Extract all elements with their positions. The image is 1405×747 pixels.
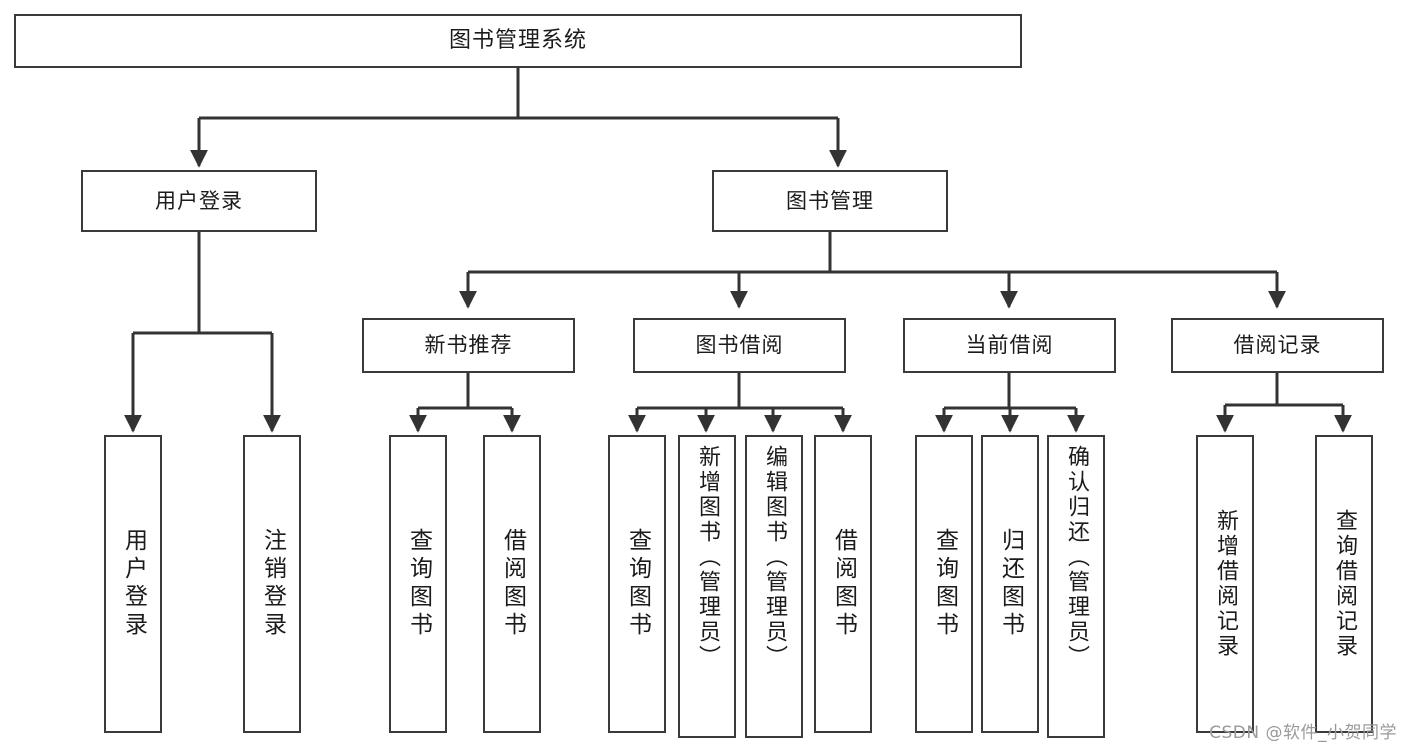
csdn-watermark: CSDN @软件_小贺同学 xyxy=(1209,723,1397,743)
node-label: 用户登录 xyxy=(155,188,243,213)
node-label: 查询图书 xyxy=(931,528,958,640)
leaf-confirm-return-admin[interactable]: 确认归还（管理员） xyxy=(1047,435,1105,738)
node-label: 确认归还（管理员） xyxy=(1064,445,1089,670)
node-label: 图书管理系统 xyxy=(448,28,587,54)
node-label: 图书借阅 xyxy=(695,333,784,358)
node-label: 当前借阅 xyxy=(965,333,1054,358)
node-new-book-recommend[interactable]: 新书推荐 xyxy=(362,318,575,373)
node-book-borrow[interactable]: 图书借阅 xyxy=(633,318,846,373)
node-user-login[interactable]: 用户登录 xyxy=(81,170,317,232)
node-label: 查询图书 xyxy=(624,528,651,640)
leaf-query-book-current[interactable]: 查询图书 xyxy=(915,435,973,733)
node-label: 新增借阅记录 xyxy=(1213,509,1238,659)
node-label: 查询借阅记录 xyxy=(1332,509,1357,659)
node-label: 借阅记录 xyxy=(1233,333,1322,358)
leaf-add-book-admin[interactable]: 新增图书（管理员） xyxy=(678,435,736,738)
leaf-borrow-book-recommend[interactable]: 借阅图书 xyxy=(483,435,541,733)
node-label: 图书管理 xyxy=(786,188,874,213)
leaf-borrow-book[interactable]: 借阅图书 xyxy=(814,435,872,733)
leaf-query-book-borrow[interactable]: 查询图书 xyxy=(608,435,666,733)
node-label: 查询图书 xyxy=(405,528,432,640)
node-label: 编辑图书（管理员） xyxy=(762,445,787,670)
node-borrow-record[interactable]: 借阅记录 xyxy=(1171,318,1384,373)
leaf-query-borrow-record[interactable]: 查询借阅记录 xyxy=(1315,435,1373,733)
node-label: 新增图书（管理员） xyxy=(695,445,720,670)
node-current-borrow[interactable]: 当前借阅 xyxy=(903,318,1116,373)
node-label: 归还图书 xyxy=(997,528,1024,640)
leaf-user-login[interactable]: 用户登录 xyxy=(104,435,162,733)
node-label: 借阅图书 xyxy=(499,528,526,640)
leaf-edit-book-admin[interactable]: 编辑图书（管理员） xyxy=(745,435,803,738)
leaf-query-book-recommend[interactable]: 查询图书 xyxy=(389,435,447,733)
node-book-management[interactable]: 图书管理 xyxy=(712,170,948,232)
node-label: 注销登录 xyxy=(259,528,286,640)
node-label: 用户登录 xyxy=(120,528,147,640)
leaf-logout[interactable]: 注销登录 xyxy=(243,435,301,733)
node-label: 新书推荐 xyxy=(424,333,513,358)
node-root-system[interactable]: 图书管理系统 xyxy=(14,14,1022,68)
leaf-return-book[interactable]: 归还图书 xyxy=(981,435,1039,733)
leaf-add-borrow-record[interactable]: 新增借阅记录 xyxy=(1196,435,1254,733)
node-label: 借阅图书 xyxy=(830,528,857,640)
